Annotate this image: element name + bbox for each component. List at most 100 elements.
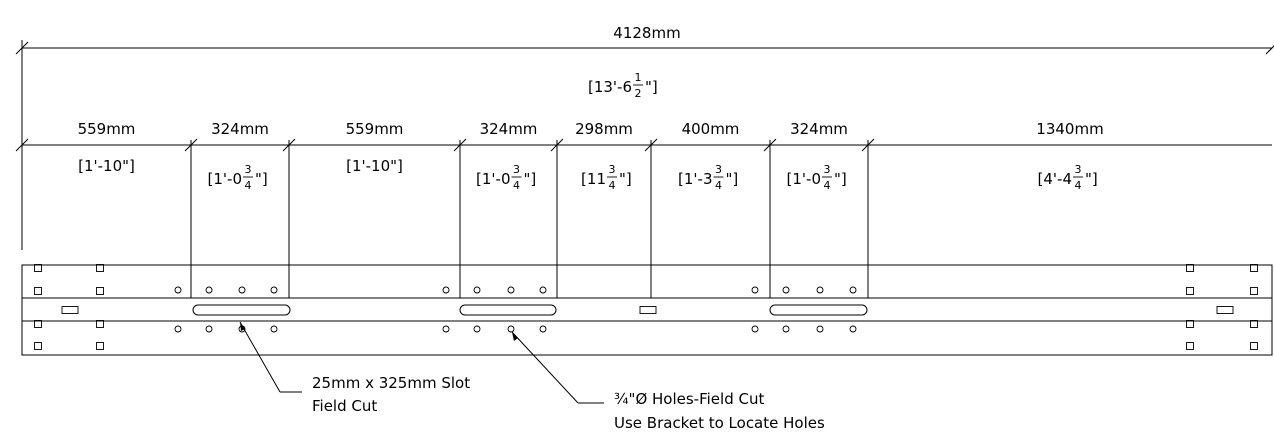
- bolt-hole: [473, 286, 481, 294]
- bolt-hole: [507, 325, 515, 333]
- rect-knockout: [61, 306, 79, 314]
- fraction-denominator: 4: [609, 179, 616, 192]
- bolt-hole: [270, 286, 278, 294]
- overall-tick-left: [15, 41, 29, 55]
- square-knockout: [96, 287, 104, 295]
- bolt-hole: [539, 325, 547, 333]
- segment-dim-2: 324mm[1'-034"]: [190, 120, 296, 298]
- bolt-hole: [205, 325, 213, 333]
- square-knockout: [96, 264, 104, 272]
- fraction-numerator: 3: [715, 163, 722, 176]
- square-knockout: [96, 320, 104, 328]
- segment-dim-1: 559mm [1'-10"]: [15, 120, 198, 175]
- segment-dim-8: 1340mm[4'-434"]: [867, 120, 1104, 298]
- fraction-numerator: 3: [824, 163, 831, 176]
- bolt-hole: [782, 325, 790, 333]
- overall-dimension: 4128mm [13'-6 1 2 "]: [15, 24, 1274, 250]
- slot-leader-arrow: [240, 322, 245, 331]
- segment-imperial-label: [1'-10"]: [78, 157, 135, 175]
- bolt-hole: [816, 325, 824, 333]
- fraction-denominator: 4: [715, 179, 722, 192]
- square-knockout: [34, 342, 42, 350]
- segment-dim-3: 559mm [1'-10"]: [288, 120, 467, 298]
- fraction-numerator: 3: [245, 163, 252, 176]
- segment-imperial-label: [11: [581, 170, 606, 188]
- bolt-hole: [174, 286, 182, 294]
- fraction-denominator: 4: [513, 179, 520, 192]
- segment-dim-6: 400mm [1'-33 4 "]: [650, 120, 777, 298]
- square-knockout: [1250, 320, 1258, 328]
- fraction-denominator: 4: [1075, 179, 1082, 192]
- slot-note-line1: 25mm x 325mm Slot: [312, 374, 470, 392]
- bolt-hole: [816, 286, 824, 294]
- bolt-hole: [751, 286, 759, 294]
- channel-part: [21, 264, 1273, 356]
- square-knockout: [1186, 264, 1194, 272]
- bolt-hole: [442, 286, 450, 294]
- fraction-close: "]: [834, 170, 847, 188]
- segment-dim-7: 324mm[1'-034"]: [769, 120, 875, 298]
- slot-cutout: [769, 304, 868, 316]
- square-knockout: [96, 342, 104, 350]
- slot-leader-line: [239, 321, 281, 393]
- svg-text:2: 2: [635, 87, 642, 100]
- slot-callout: 25mm x 325mm Slot Field Cut: [239, 321, 470, 415]
- segment-metric-label: 559mm: [346, 120, 404, 138]
- segment-imperial-label: [1'-0: [208, 170, 242, 188]
- bolt-hole: [473, 325, 481, 333]
- bolt-hole: [849, 286, 857, 294]
- square-knockout: [1250, 342, 1258, 350]
- square-knockout: [1186, 287, 1194, 295]
- fraction-denominator: 4: [245, 179, 252, 192]
- segment-dim-5: 298mm [113 4"]: [556, 120, 658, 298]
- square-knockout: [1250, 287, 1258, 295]
- bolt-hole: [507, 286, 515, 294]
- holes-leader-arrow: [512, 332, 518, 341]
- segment-imperial-label: [1'-3: [678, 170, 712, 188]
- fraction-numerator: 3: [1075, 163, 1082, 176]
- slot-cutout: [192, 304, 291, 316]
- svg-text:[13'-6: [13'-6: [588, 78, 632, 96]
- segment-dim-4: 324mm[1'-034"]: [459, 120, 564, 298]
- bolt-hole: [539, 286, 547, 294]
- slot-note-line2: Field Cut: [312, 397, 377, 415]
- holes-note-line2: Use Bracket to Locate Holes: [614, 414, 825, 432]
- segment-imperial-label: [1'-10"]: [346, 157, 403, 175]
- square-knockout: [34, 287, 42, 295]
- dimension-tick: [15, 138, 29, 152]
- square-knockout: [34, 264, 42, 272]
- segment-metric-label: 298mm: [575, 120, 633, 138]
- part-features: [34, 264, 1258, 350]
- segment-metric-label: 324mm: [790, 120, 848, 138]
- segment-imperial-label: [1'-0: [787, 170, 821, 188]
- segment-imperial-label: [1'-0: [476, 170, 510, 188]
- fraction-close: "]: [1085, 170, 1098, 188]
- bolt-hole: [849, 325, 857, 333]
- fraction-close: "]: [619, 170, 632, 188]
- segment-dimensions: 559mm[1'-10"]324mm[1'-034"]559mm[1'-10"]…: [15, 120, 1104, 298]
- slot-cutout: [459, 304, 557, 316]
- square-knockout: [1250, 264, 1258, 272]
- bolt-hole: [205, 286, 213, 294]
- segment-metric-label: 324mm: [211, 120, 269, 138]
- fraction-numerator: 3: [513, 163, 520, 176]
- holes-note-line1: ¾"Ø Holes-Field Cut: [614, 390, 764, 408]
- bolt-hole: [751, 325, 759, 333]
- rect-knockout: [1216, 306, 1234, 314]
- svg-text:1: 1: [635, 71, 642, 84]
- fraction-close: "]: [726, 170, 739, 188]
- square-knockout: [1186, 320, 1194, 328]
- segment-metric-label: 400mm: [682, 120, 740, 138]
- bolt-hole: [442, 325, 450, 333]
- overall-tick-right: [1265, 45, 1274, 55]
- segment-metric-label: 1340mm: [1036, 120, 1103, 138]
- part-outline: [21, 264, 1273, 356]
- overall-metric-label: 4128mm: [613, 24, 680, 42]
- bolt-hole: [270, 325, 278, 333]
- bolt-hole: [782, 286, 790, 294]
- rect-knockout: [639, 306, 657, 314]
- square-knockout: [34, 320, 42, 328]
- fraction-numerator: 3: [609, 163, 616, 176]
- segment-metric-label: 559mm: [78, 120, 136, 138]
